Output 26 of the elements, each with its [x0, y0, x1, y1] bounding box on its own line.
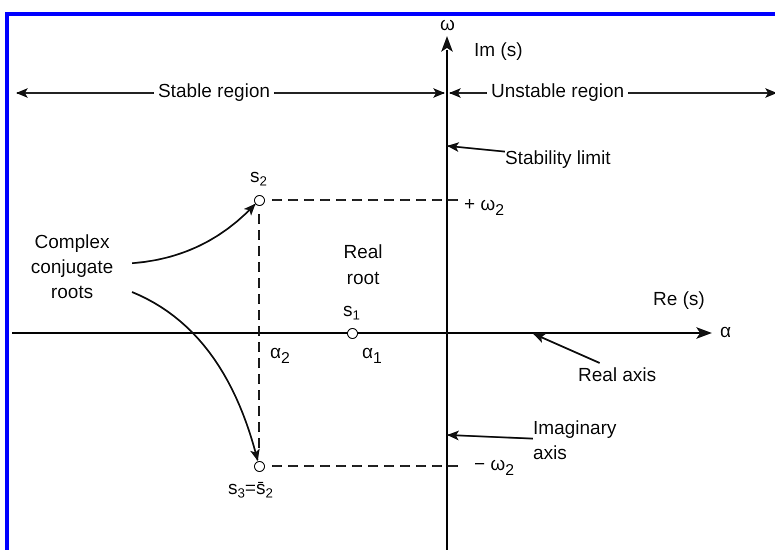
axis-label: α$_{2}$: [270, 342, 290, 369]
axis-label: α$_{1}$: [362, 342, 382, 369]
annotation-text: Complex conjugate roots: [12, 230, 132, 305]
root-marker: [254, 194, 264, 206]
arrow: [132, 204, 256, 264]
real-axis: [12, 327, 712, 339]
axis-label: Im (s): [474, 40, 523, 62]
annotation-text: Real axis: [578, 363, 678, 388]
root-label: s$_{2}$: [250, 166, 267, 190]
annotation-text: Imaginary axis: [533, 416, 643, 466]
axis-label: α: [720, 321, 731, 343]
annotation-text: Stability limit: [505, 146, 645, 171]
root-marker: [254, 460, 264, 472]
arrow: [533, 333, 600, 364]
axis-label: ω: [440, 14, 455, 36]
arrow: [447, 142, 506, 152]
axis-label: + ω$_{2}$: [464, 194, 504, 221]
axis-label: Unstable region: [487, 81, 628, 103]
arrow: [447, 430, 534, 440]
imaginary-axis: [441, 36, 453, 550]
root-label: s$_{1}$: [343, 300, 360, 324]
arrow: [132, 291, 260, 462]
axis-label: Re (s): [653, 289, 705, 311]
root-label: s$_{3}$=s̄$_{2}$: [228, 478, 273, 502]
axis-label: − ω$_{2}$: [474, 454, 514, 481]
axis-label: Stable region: [154, 81, 274, 103]
